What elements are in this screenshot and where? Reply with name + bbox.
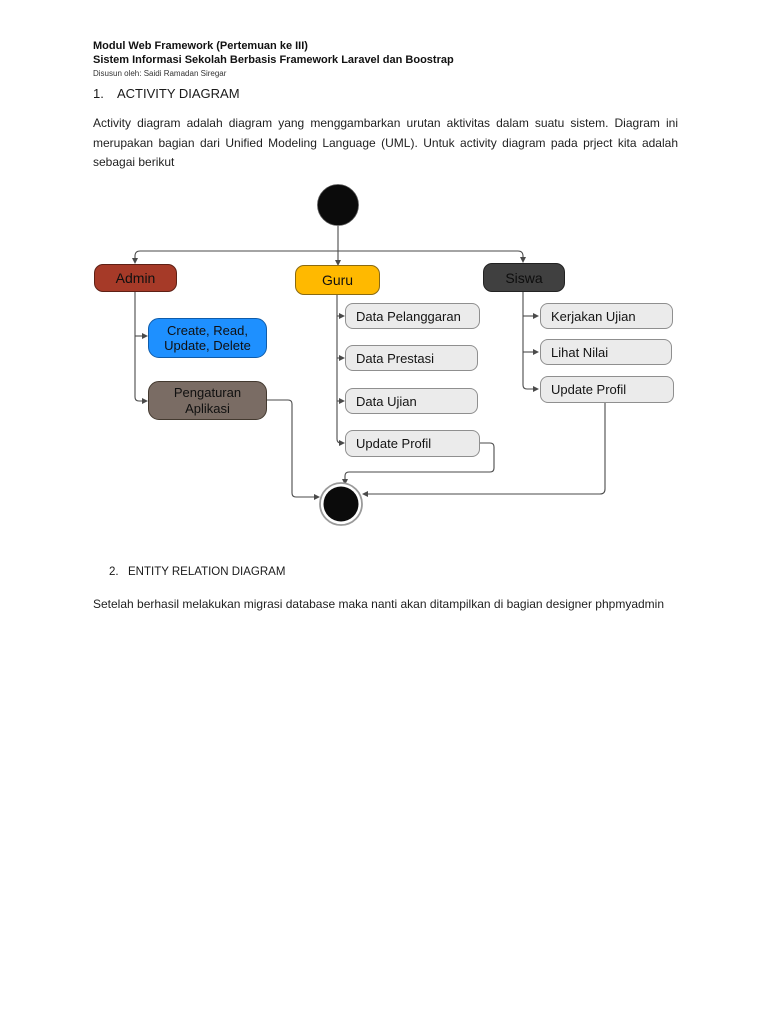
action-box-data-pelanggaran: Data Pelanggaran — [345, 303, 480, 329]
action-box-update-profil-guru: Update Profil — [345, 430, 480, 457]
actor-box-guru: Guru — [295, 265, 380, 295]
actor-box-siswa: Siswa — [483, 263, 565, 292]
section-title: ACTIVITY DIAGRAM — [117, 86, 240, 101]
action-box-data-ujian: Data Ujian — [345, 388, 478, 414]
doc-title-line-1: Modul Web Framework (Pertemuan ke III) — [93, 40, 308, 52]
action-box-data-prestasi: Data Prestasi — [345, 345, 478, 371]
paragraph-erd: Setelah berhasil melakukan migrasi datab… — [93, 597, 665, 611]
section-number: 2. — [109, 566, 119, 578]
doc-byline: Disusun oleh: Saidi Ramadan Siregar — [93, 69, 227, 78]
paragraph-activity-diagram: Activity diagram adalah diagram yang men… — [93, 116, 678, 170]
action-box-kerjakan-ujian: Kerjakan Ujian — [540, 303, 673, 329]
action-box-crud: Create, Read, Update, Delete — [148, 318, 267, 358]
actor-box-admin: Admin — [94, 264, 177, 292]
action-box-pengaturan-aplikasi: Pengaturan Aplikasi — [148, 381, 267, 420]
start-node — [317, 184, 359, 226]
section-number: 1. — [93, 86, 104, 101]
section-title: ENTITY RELATION DIAGRAM — [128, 566, 286, 578]
action-box-update-profil-siswa: Update Profil — [540, 376, 674, 403]
section-heading-activity-diagram: 1. ACTIVITY DIAGRAM — [93, 86, 240, 101]
end-node — [319, 482, 363, 526]
section-heading-entity-relation-diagram: 2. ENTITY RELATION DIAGRAM — [109, 566, 285, 578]
action-box-lihat-nilai: Lihat Nilai — [540, 339, 672, 365]
doc-title-line-2: Sistem Informasi Sekolah Berbasis Framew… — [93, 54, 454, 66]
